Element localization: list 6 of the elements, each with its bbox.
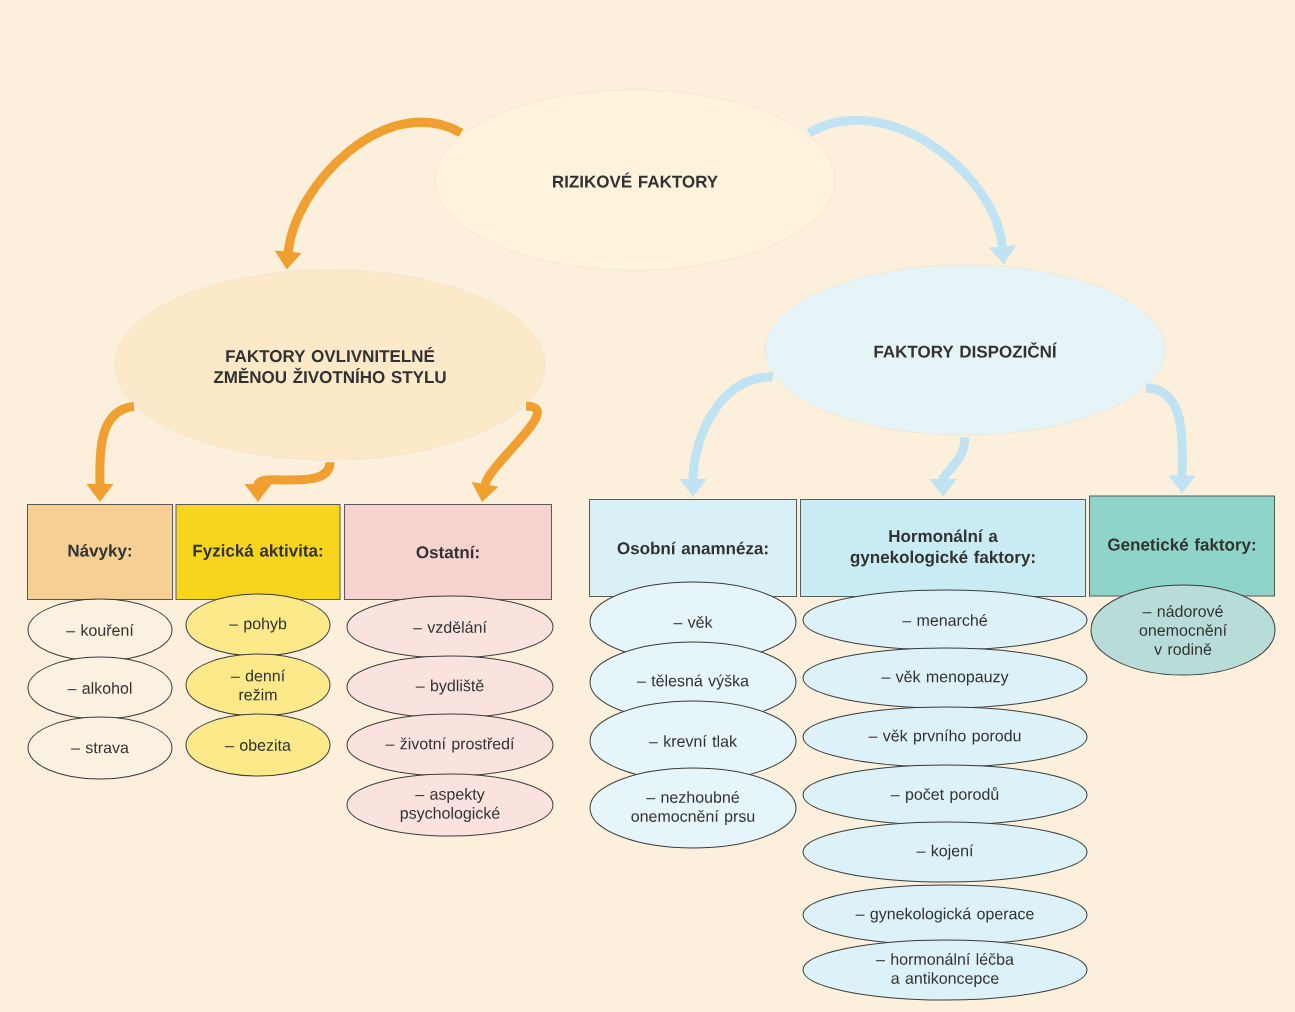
category-box: Fyzická aktivita: xyxy=(175,504,341,600)
category-box: Genetické faktory: xyxy=(1089,495,1275,597)
category-box: Hormonální a gynekologické faktory: xyxy=(800,499,1086,597)
category-box: Ostatní: xyxy=(344,504,552,600)
category-box: Návyky: xyxy=(27,504,173,600)
category-box: Osobní anamnéza: xyxy=(589,499,797,597)
